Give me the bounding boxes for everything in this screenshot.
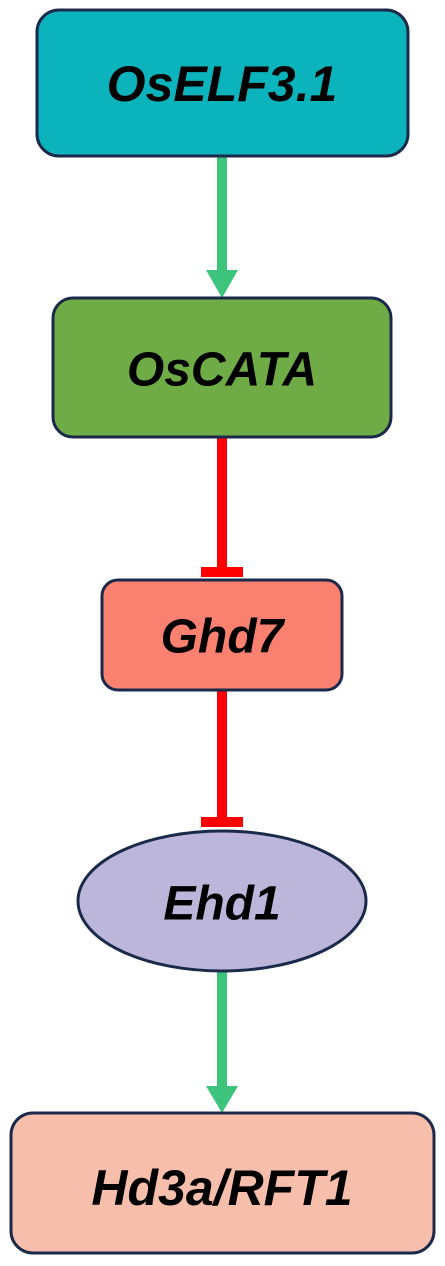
node-label: Ehd1 — [163, 878, 280, 931]
node-box — [35, 8, 410, 158]
edge-oself31-to-oscata — [206, 156, 238, 298]
arrowhead — [206, 270, 238, 298]
node-ehd1: Ehd1 — [76, 829, 368, 973]
node-label: Ghd7 — [161, 611, 286, 664]
node-label: OsELF3.1 — [107, 56, 338, 112]
node-oscata: OsCATA — [51, 296, 393, 439]
node-box — [100, 578, 344, 692]
node-box — [9, 1111, 436, 1255]
edge-ehd1-to-hd3a-rft1 — [206, 970, 238, 1113]
edge-oscata-to-ghd7 — [201, 437, 243, 577]
edge-ghd7-to-ehd1 — [201, 690, 243, 827]
node-ellipse — [76, 829, 368, 973]
node-oself31: OsELF3.1 — [35, 8, 410, 158]
node-box — [51, 296, 393, 439]
node-ghd7: Ghd7 — [100, 578, 344, 692]
node-label: Hd3a/RFT1 — [91, 1160, 352, 1216]
node-hd3a-rft1: Hd3a/RFT1 — [9, 1111, 436, 1255]
arrowhead — [206, 1086, 238, 1113]
node-label: OsCATA — [127, 344, 317, 397]
